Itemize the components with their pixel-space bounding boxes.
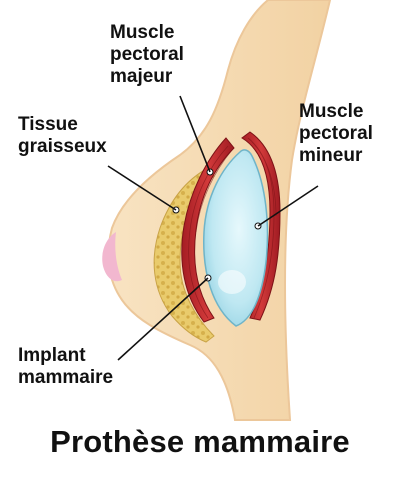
label-implant: Implant mammaire (18, 345, 114, 388)
leader-line-minor (257, 185, 319, 227)
implant-highlight (218, 270, 246, 294)
leader-line-major (179, 95, 211, 173)
fatty-tissue (153, 167, 215, 343)
pectoral-major-muscle (181, 137, 235, 323)
areola (102, 232, 122, 282)
leader-line-implant (117, 277, 209, 361)
muscle-fibres (188, 137, 277, 319)
diagram-title: Prothèse mammaire (50, 424, 350, 459)
leader-line-tissue (107, 165, 177, 211)
label-pectoral-minor: Muscle pectoral mineur (299, 101, 373, 166)
label-tissue-graisseux: Tissue graisseux (18, 114, 107, 157)
label-pectoral-major: Muscle pectoral majeur (110, 22, 184, 87)
